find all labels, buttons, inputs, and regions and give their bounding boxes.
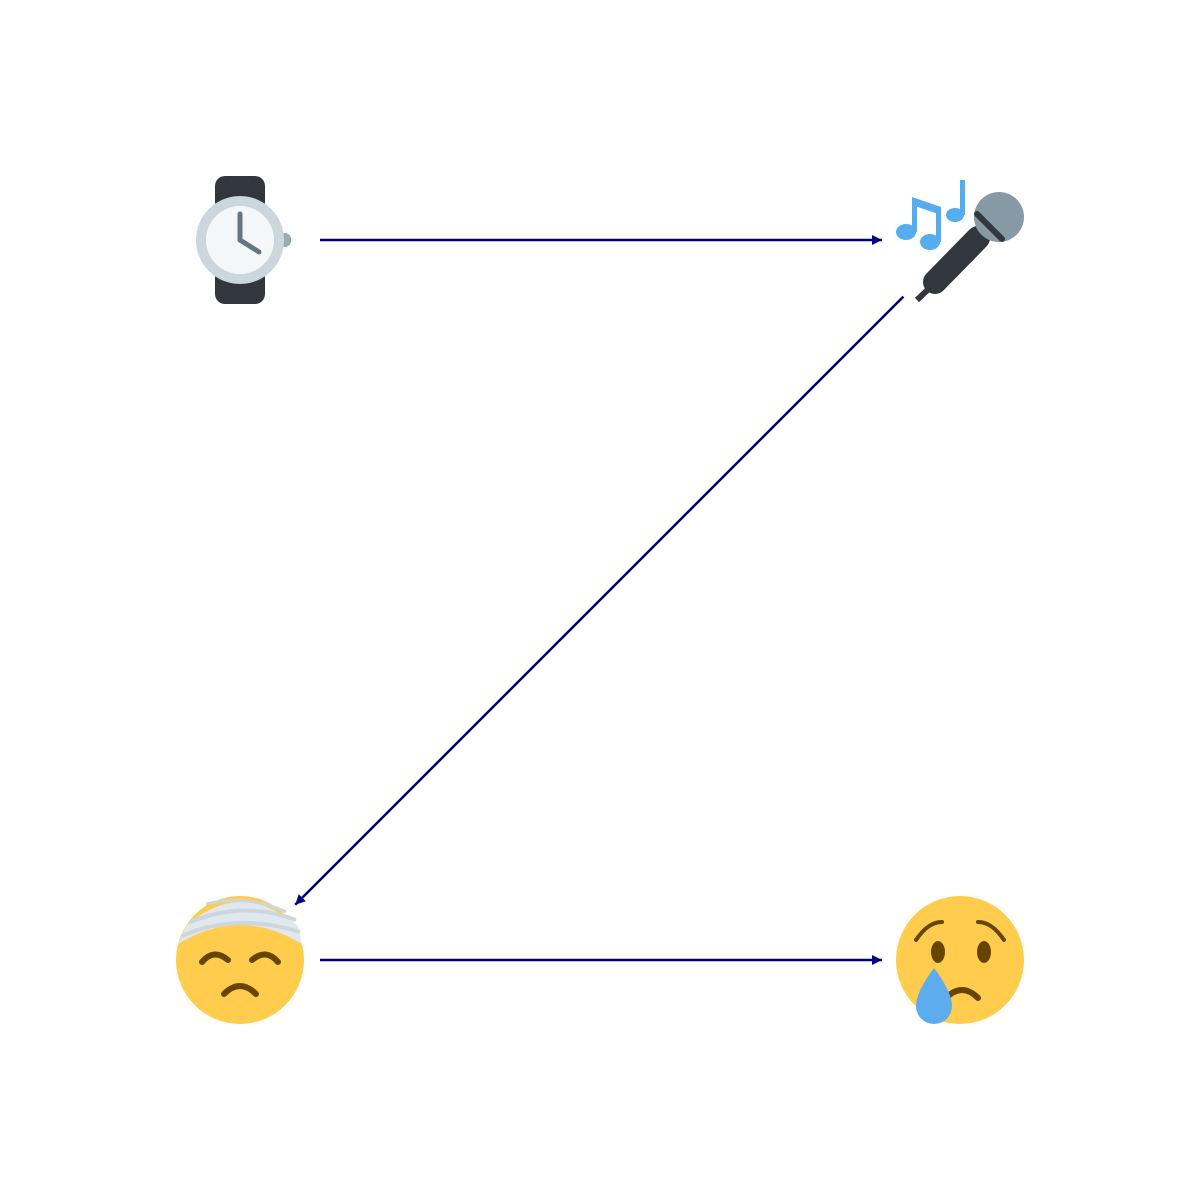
bandaged-head-face-icon bbox=[176, 896, 304, 1024]
microphone-music-icon bbox=[896, 180, 1024, 303]
crying-face-icon bbox=[896, 896, 1024, 1024]
node-karaoke bbox=[896, 180, 1024, 303]
node-crying bbox=[896, 896, 1024, 1024]
node-watch bbox=[196, 176, 291, 304]
watch-icon bbox=[196, 176, 291, 304]
node-injured bbox=[176, 896, 304, 1024]
music-notes-icon bbox=[896, 180, 965, 250]
edges bbox=[294, 235, 905, 965]
edge-karaoke-to-injured bbox=[294, 295, 905, 906]
